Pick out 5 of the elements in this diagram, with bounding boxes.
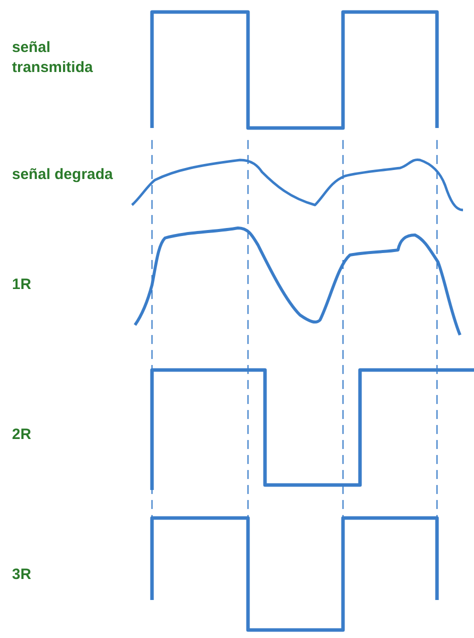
- row-label: 1R: [12, 275, 32, 295]
- row-label: señal degrada: [12, 165, 114, 185]
- row-label: 2R: [12, 425, 32, 445]
- row-label: señal transmitida: [12, 38, 94, 78]
- row-label: 3R: [12, 565, 32, 585]
